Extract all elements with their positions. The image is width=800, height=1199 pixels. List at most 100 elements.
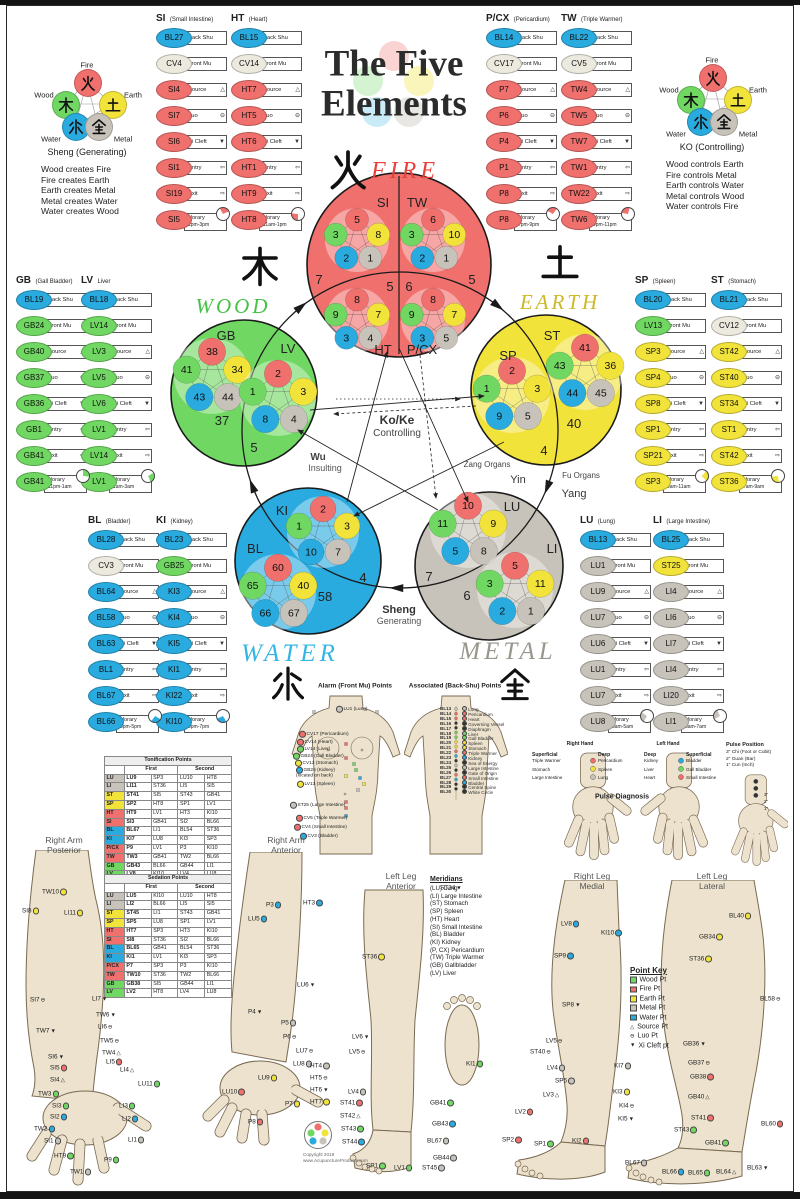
svg-text:2: 2 [275,368,281,380]
back-shu-figure [404,695,508,855]
point-type-box: Xi Cleft▼ [514,135,557,149]
point-badge-LU7: LU7 [580,686,616,706]
column-header-GB: GB (Gall Bladder) [16,275,73,286]
point-badge-LU9: LU9 [580,582,616,602]
point-type-box: Front Mu [184,559,227,573]
column-header-LI: LI (Large Intestine) [653,515,711,526]
point-badge-KI4: KI4 [156,608,192,628]
column-header-LV: LV Liver [81,275,111,286]
entry-icon: ⇦ [151,667,157,673]
acupoint-label-ST40: ST40⊖ [530,1048,551,1056]
luo-icon: ⊖ [716,615,722,621]
rh-superficial-item: Large Intestine [532,775,563,780]
sheng-cycle-rule: Metal creates Water [41,195,118,206]
front-mu-label: GB24 (Gall Bladder) [293,752,344,760]
svg-text:9: 9 [333,309,339,321]
acupoint-label-TW2: TW2 [34,1126,55,1133]
column-header-P/CX: P/CX (Pericardium) [486,13,550,24]
point-badge-BL58: BL58 [88,608,124,628]
acupoint-label-P5: P5 [281,1020,297,1027]
faded-earth-circle [404,66,434,96]
xi-cleft-icon: ▼ [151,641,157,647]
acupoint-label-LU11: LU11 [138,1081,161,1088]
acupoint-label-BL67: BL67 [427,1138,450,1145]
acupoint-label-TW3: TW3 [38,1091,59,1098]
back-shu-organ: Heart [462,715,480,722]
acupoint-label-GB36: GB36▼ [683,1040,706,1048]
acupoint-label-LI3: LI3 [119,1103,136,1110]
point-badge-BL19: BL19 [16,290,52,310]
horary-clock-icon [640,709,654,723]
point-type-box: Entry⇦ [514,161,557,175]
svg-text:3: 3 [333,229,339,241]
point-badge-LU7: LU7 [580,608,616,628]
pulse-position-tick: 3" [764,792,769,797]
acupoint-label-GB43: GB43 [432,1121,456,1128]
acupoint-label-P3: P3 [266,902,282,909]
svg-text:2: 2 [419,252,425,264]
front-mu-label: LV13 (Spleen) [297,780,335,788]
acupoint-label-SP5: SP5 [555,1078,575,1085]
acupoint-label-LV6: LV6▼ [352,1033,370,1041]
point-type-box: Exit⇨ [184,187,227,201]
point-type-box: Back Shu [259,31,302,45]
entry-icon: ⇦ [698,427,704,433]
sheng-cycle-rule: Wood creates Fire [41,164,112,174]
front-mu-label: CV3 (Bladder) [300,832,338,840]
column-header-LU: LU (Lung) [580,515,616,526]
entry-icon: ⇦ [144,427,150,433]
acupoint-label-LI2: LI2 [122,1116,139,1123]
acupoint-label-P4: P4▼ [248,1008,263,1016]
svg-text:5: 5 [443,332,449,344]
svg-text:7: 7 [375,309,381,321]
acupoint-label-ST36: ST36 [689,956,712,963]
point-badge-SI19: SI19 [156,184,192,204]
point-type-box: Source△ [184,585,227,599]
point-badge-SI1: SI1 [156,158,192,178]
point-type-box: Entry⇦ [608,663,651,677]
sheng-cycle-wood-label: Wood [34,90,54,100]
front-mu-label: GB25 (Kidney) [296,766,335,774]
rh-superficial-item: Triple Warmer [532,758,561,763]
svg-text:8: 8 [375,229,381,241]
acupoint-label-HT5: HT5⊖ [310,1074,328,1082]
point-badge-BL63: BL63 [88,634,124,654]
lh-superficial-item: Gall Bladder [686,766,712,772]
point-key-item: Water Pt [630,1014,666,1021]
svg-text:WOOD: WOOD [196,294,271,318]
svg-text:41: 41 [579,342,591,354]
svg-text:3: 3 [344,521,350,533]
acupoint-label-SP2: SP2 [502,1137,522,1144]
title-line-2: Elements [321,83,467,125]
svg-text:4: 4 [367,332,373,344]
ko-cycle-caption: KO (Controlling) [679,142,745,152]
acupoint-label-SI2: SI2 [50,1114,68,1121]
back-shu-organ: Liver [462,730,478,737]
svg-text:44: 44 [566,388,578,400]
ko-cycle-rule: Fire controls Metal [666,169,737,180]
point-key-item: △Source Pt [630,1023,668,1031]
sheng-cycle-metal-circle [85,113,113,141]
point-type-box: Luo⊖ [739,371,782,385]
meridians-key-item: (BL) Bladder [430,931,465,939]
point-badge-ST42: ST42 [711,446,747,466]
column-header-BL: BL (Bladder) [88,515,131,526]
back-shu-code: BL30 [440,789,452,795]
svg-text:10: 10 [305,547,317,559]
front-mu-label: (located on back) [296,773,333,779]
back-shu-organ: Stomach [462,745,486,751]
point-type-box: Xi Cleft▼ [116,637,159,651]
back-shu-section-title: Associated (Back-Shu) Points [408,682,502,690]
acupoint-label-SI4: SI4△ [50,1076,65,1084]
meridians-key-item: (HT) Heart [430,915,460,923]
leg-medial-title: Right Leg [573,871,611,881]
svg-text:3: 3 [419,332,425,344]
point-type-box: Front Mu [589,57,632,71]
sheng-cycle-caption: Sheng (Generating) [47,147,127,157]
luo-icon: ⊖ [624,113,630,119]
acupoint-label-GB37: GB37⊖ [688,1059,710,1067]
sheng-cycle-rule: Earth creates Metal [41,185,116,196]
svg-text:1: 1 [296,521,302,533]
